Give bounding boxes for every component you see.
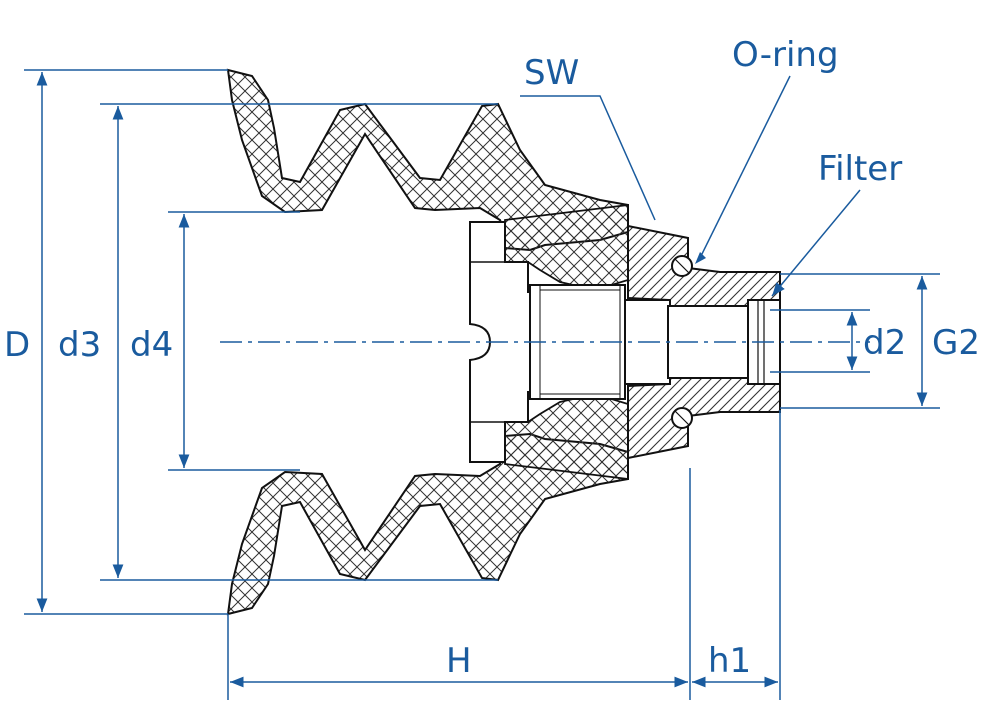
label-D: D bbox=[4, 325, 30, 365]
label-G2: G2 bbox=[932, 323, 980, 363]
label-d2: d2 bbox=[863, 323, 906, 363]
label-o-ring: O-ring bbox=[732, 35, 839, 75]
label-filter: Filter bbox=[818, 149, 902, 189]
hex-fitting-body-lower bbox=[627, 377, 781, 460]
label-H: H bbox=[446, 641, 472, 681]
hex-fitting-body bbox=[627, 224, 781, 307]
label-h1: h1 bbox=[708, 641, 751, 681]
label-d3: d3 bbox=[58, 325, 101, 365]
leader-o-ring bbox=[699, 75, 791, 259]
leader-filter bbox=[771, 189, 861, 297]
label-d4: d4 bbox=[130, 325, 173, 365]
leader-SW bbox=[520, 95, 656, 221]
label-SW: SW bbox=[524, 53, 579, 93]
